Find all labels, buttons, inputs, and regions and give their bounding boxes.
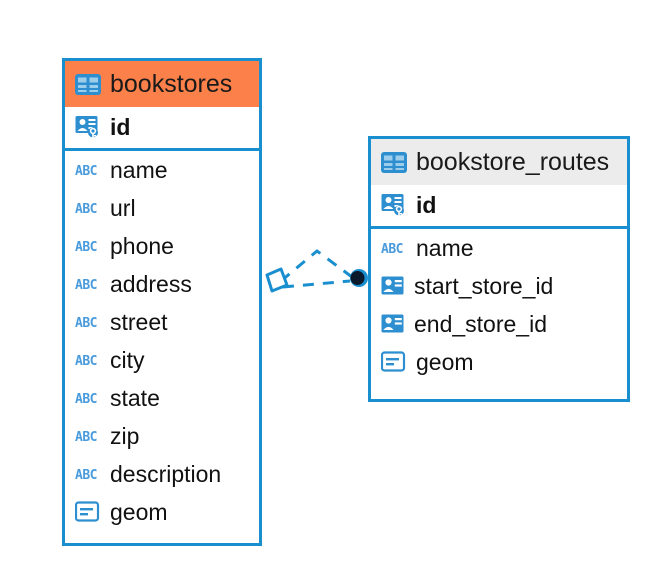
svg-text:ABC: ABC — [75, 354, 97, 368]
abc-text-icon: ABC — [75, 164, 97, 178]
field-row-city[interactable]: ABC city — [65, 341, 259, 379]
svg-text:ABC: ABC — [75, 164, 97, 178]
field-label-name: name — [110, 156, 168, 183]
field-label-address: address — [110, 270, 192, 297]
table-icon — [381, 151, 407, 173]
field-label-id: id — [110, 114, 131, 140]
foreign-key-icon — [381, 276, 404, 295]
field-label-zip: zip — [110, 422, 140, 449]
field-row-address[interactable]: ABC address — [65, 265, 259, 303]
field-label-routes-geom: geom — [416, 348, 474, 375]
field-label-phone: phone — [110, 232, 174, 259]
geometry-icon — [381, 351, 406, 372]
field-row-url[interactable]: ABC url — [65, 189, 259, 227]
svg-text:ABC: ABC — [75, 392, 97, 406]
diamond-endpoint-icon — [265, 267, 289, 293]
field-label-url: url — [110, 194, 136, 221]
table-title-bookstore-routes: bookstore_routes — [416, 147, 610, 176]
field-row-description[interactable]: ABC description — [65, 455, 259, 493]
field-label-start-store-id: start_store_id — [414, 272, 554, 299]
field-row-phone[interactable]: ABC phone — [65, 227, 259, 265]
svg-text:ABC: ABC — [75, 240, 97, 254]
abc-text-icon: ABC — [75, 240, 97, 254]
filled-circle-endpoint-icon — [350, 269, 368, 287]
table-icon — [75, 73, 101, 95]
relationship-line-upper — [280, 249, 353, 283]
field-list-bookstore-routes: id ABC name start_store_id — [371, 185, 627, 381]
field-row-start-store-id[interactable]: start_store_id — [371, 267, 627, 305]
field-row-zip[interactable]: ABC zip — [65, 417, 259, 455]
svg-text:ABC: ABC — [75, 468, 97, 482]
table-bookstore-routes[interactable]: bookstore_routes id — [368, 136, 630, 402]
svg-text:ABC: ABC — [75, 430, 97, 444]
abc-text-icon: ABC — [75, 278, 97, 292]
field-row-state[interactable]: ABC state — [65, 379, 259, 417]
abc-text-icon: ABC — [75, 202, 97, 216]
abc-text-icon: ABC — [75, 430, 97, 444]
field-row-street[interactable]: ABC street — [65, 303, 259, 341]
abc-text-icon: ABC — [75, 354, 97, 368]
field-label-street: street — [110, 308, 168, 335]
field-row-routes-id[interactable]: id — [371, 185, 627, 229]
table-title-bookstores: bookstores — [110, 69, 233, 98]
field-list-bookstores: id ABC name ABC url ABC phone — [65, 107, 259, 531]
table-header-bookstore-routes[interactable]: bookstore_routes — [371, 139, 627, 185]
abc-text-icon: ABC — [75, 392, 97, 406]
abc-text-icon: ABC — [75, 468, 97, 482]
table-bookstores[interactable]: bookstores id — [62, 58, 262, 546]
svg-text:ABC: ABC — [381, 242, 403, 256]
svg-text:ABC: ABC — [75, 202, 97, 216]
field-label-state: state — [110, 384, 160, 411]
field-label-city: city — [110, 346, 145, 373]
svg-text:ABC: ABC — [75, 316, 97, 330]
geometry-icon — [75, 501, 100, 522]
foreign-key-icon — [381, 314, 404, 333]
field-row-end-store-id[interactable]: end_store_id — [371, 305, 627, 343]
field-label-routes-id: id — [416, 192, 437, 218]
field-row-geom[interactable]: geom — [65, 493, 259, 531]
field-row-name[interactable]: ABC name — [65, 151, 259, 189]
field-label-description: description — [110, 460, 222, 487]
abc-text-icon: ABC — [75, 316, 97, 330]
field-row-routes-geom[interactable]: geom — [371, 343, 627, 381]
table-header-bookstores[interactable]: bookstores — [65, 61, 259, 107]
field-row-routes-name[interactable]: ABC name — [371, 229, 627, 267]
field-label-routes-name: name — [416, 234, 474, 261]
field-label-geom: geom — [110, 498, 168, 525]
field-label-end-store-id: end_store_id — [414, 310, 547, 337]
primary-key-icon — [75, 115, 98, 139]
svg-text:ABC: ABC — [75, 278, 97, 292]
field-row-id[interactable]: id — [65, 107, 259, 151]
primary-key-icon — [381, 193, 404, 217]
abc-text-icon: ABC — [381, 242, 403, 256]
relationship-line-lower — [282, 279, 351, 289]
